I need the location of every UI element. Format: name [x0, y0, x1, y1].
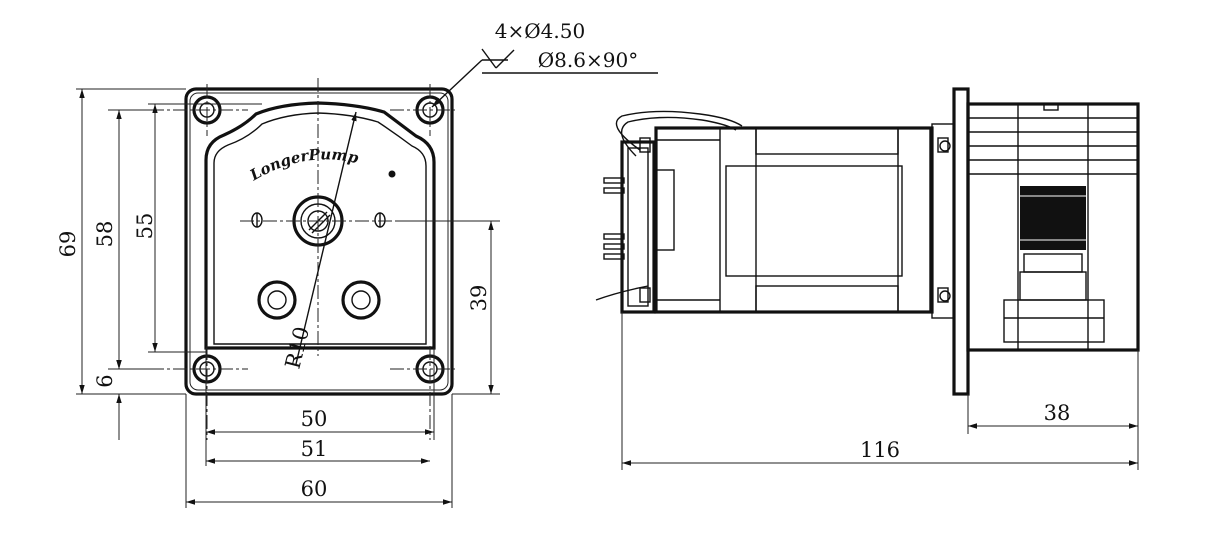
- dim-overall-width: 60: [301, 477, 328, 501]
- dim-total-length: 116: [860, 438, 900, 462]
- rotor-roller-block: [1020, 186, 1086, 250]
- dim-base-offset: 6: [93, 374, 117, 387]
- tube-boss-left: [257, 280, 297, 320]
- dim-head-depth: 38: [1044, 401, 1071, 425]
- mounting-plate: [184, 87, 454, 396]
- side-view: 38 116: [595, 87, 1140, 470]
- dim-shaft-height: 39: [467, 285, 491, 312]
- tube-fittings: [1003, 253, 1105, 343]
- dim-hole-spacing-v: 58: [93, 221, 117, 248]
- screw-right: [374, 212, 386, 228]
- mounting-flange: [952, 87, 970, 396]
- motor-rear-cap: [620, 140, 656, 314]
- front-view: LongerPump R10 4×Ø4.50 Ø8.6×90°: [56, 19, 658, 508]
- dim-overall-height: 69: [56, 231, 80, 258]
- motor-wires: [595, 110, 743, 301]
- pump-head-ribs: [968, 103, 1138, 350]
- hole-callout-line1: 4×Ø4.50: [495, 19, 585, 43]
- side-screws: [639, 137, 951, 303]
- radius-label: R10: [281, 324, 315, 371]
- screw-left: [251, 212, 263, 228]
- dim-inner-width: 50: [301, 407, 328, 431]
- hole-callout-line2: Ø8.6×90°: [538, 48, 638, 72]
- motor-label-area: [725, 165, 903, 277]
- dim-inner-height: 55: [133, 213, 157, 240]
- motor-terminals: [603, 169, 675, 260]
- motor-body: [654, 126, 934, 314]
- dim-hole-spacing-h: 51: [301, 437, 328, 461]
- tube-boss-right: [341, 280, 381, 320]
